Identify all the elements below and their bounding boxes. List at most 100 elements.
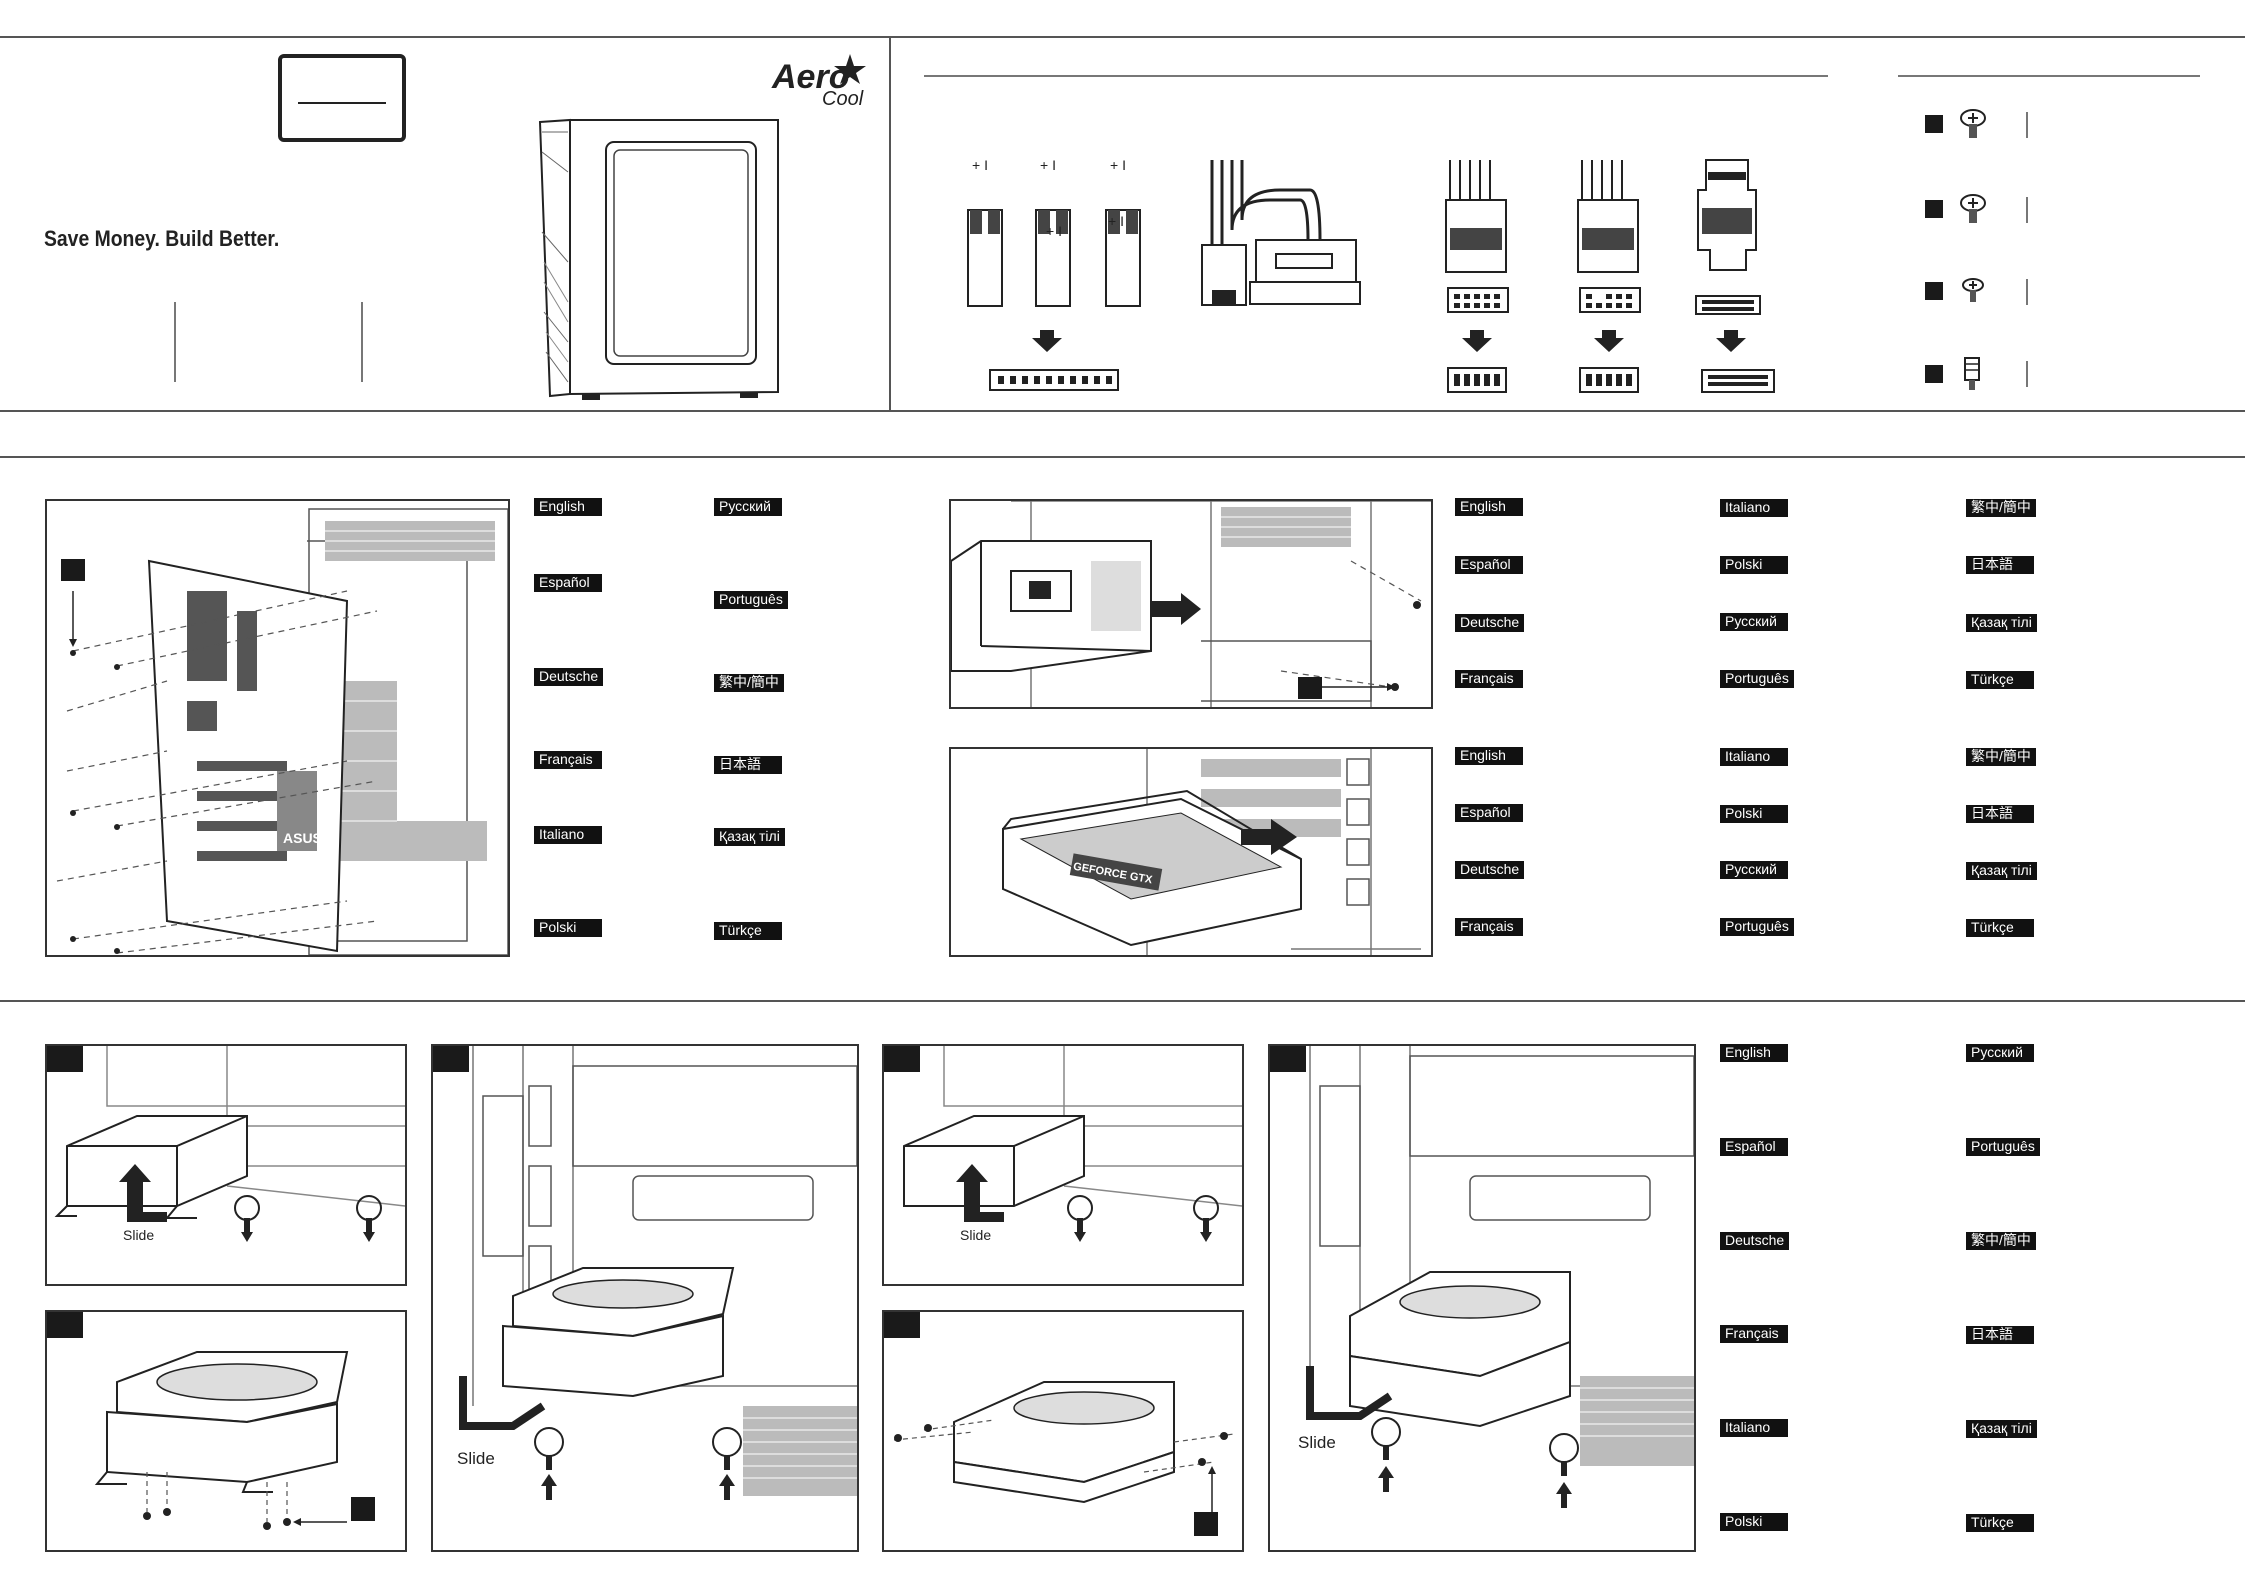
lang-label: Polski bbox=[534, 919, 602, 937]
top-band-bottom-border bbox=[0, 410, 2245, 412]
top-border bbox=[0, 36, 2245, 38]
screw-icon bbox=[1960, 109, 1986, 138]
top-band-divider bbox=[889, 36, 891, 411]
lang-label: Deutsche bbox=[1455, 861, 1525, 879]
lang-label: Português bbox=[1966, 1138, 2040, 1156]
accessories-header-rule bbox=[1898, 75, 2200, 77]
svg-text:+ I: + I bbox=[1040, 157, 1056, 173]
slide-label: Slide bbox=[1298, 1433, 1336, 1452]
lang-label: 繁中/簡中 bbox=[1966, 499, 2036, 517]
label-box bbox=[278, 54, 406, 142]
step-marker bbox=[1298, 677, 1322, 699]
front-panel-connectors: + I + I + I + I + I bbox=[967, 157, 1775, 393]
connectors-header-rule bbox=[924, 75, 1828, 77]
lang-label: 日本語 bbox=[1966, 556, 2034, 574]
lang-label: Español bbox=[1455, 804, 1523, 822]
accessory-marker bbox=[1925, 282, 1943, 300]
lang-label: 日本語 bbox=[1966, 805, 2034, 823]
lang-label: Español bbox=[534, 574, 602, 592]
svg-text:+ I: + I bbox=[1110, 157, 1126, 173]
slide-label: Slide bbox=[123, 1227, 154, 1243]
hdd-step-remove-cage-alt-figure: Slide bbox=[882, 1044, 1244, 1286]
lang-label: Français bbox=[1455, 918, 1523, 936]
svg-text:+ I: + I bbox=[972, 157, 988, 173]
tagline: Save Money. Build Better. bbox=[44, 226, 280, 251]
lang-label: Deutsche bbox=[1455, 614, 1525, 632]
lang-label: Қазақ тілі bbox=[1966, 614, 2037, 632]
lang-label: Italiano bbox=[534, 826, 602, 844]
slide-label: Slide bbox=[457, 1449, 495, 1468]
screw-icon bbox=[1962, 278, 1984, 302]
motherboard-install-figure: ASUS bbox=[45, 499, 510, 957]
middle-band-bottom-border bbox=[0, 1000, 2245, 1002]
cover-divider-left bbox=[174, 302, 176, 382]
lang-label: Português bbox=[1720, 918, 1794, 936]
lang-label: Türkçe bbox=[1966, 919, 2034, 937]
gpu-install-figure: GEFORCE GTX bbox=[949, 747, 1433, 957]
lang-label: Русский bbox=[714, 498, 782, 516]
brand-logo-cool: Cool bbox=[822, 88, 864, 110]
lang-label: 繁中/簡中 bbox=[1966, 748, 2036, 766]
lang-label: Қазақ тілі bbox=[1966, 862, 2037, 880]
cover-divider-right bbox=[361, 302, 363, 382]
lang-label: Polski bbox=[1720, 1513, 1788, 1531]
lang-label: 繁中/簡中 bbox=[714, 674, 784, 692]
slide-label: Slide bbox=[960, 1227, 991, 1243]
step-marker bbox=[433, 1046, 469, 1072]
step-marker bbox=[884, 1312, 920, 1338]
psu-install-figure bbox=[949, 499, 1433, 709]
screw-icon bbox=[1960, 194, 1986, 223]
lang-label: 繁中/簡中 bbox=[1966, 1232, 2036, 1250]
motherboard-brand: ASUS bbox=[283, 830, 322, 846]
step-marker bbox=[1194, 1512, 1218, 1536]
lang-label: Русский bbox=[1720, 613, 1788, 631]
logo-star-icon bbox=[834, 54, 866, 84]
lang-label: Italiano bbox=[1720, 499, 1788, 517]
lang-label: Türkçe bbox=[714, 922, 782, 940]
middle-band-top-border bbox=[0, 456, 2245, 458]
lang-label: Português bbox=[1720, 670, 1794, 688]
accessory-marker bbox=[1925, 365, 1943, 383]
lang-label: Türkçe bbox=[1966, 671, 2034, 689]
lang-label: 日本語 bbox=[714, 756, 782, 774]
step-marker bbox=[884, 1046, 920, 1072]
svg-text:+ I: + I bbox=[1046, 223, 1062, 239]
brand-logo-aero: Aero bbox=[772, 58, 850, 96]
lang-label: English bbox=[1455, 747, 1523, 765]
lang-label: Қазақ тілі bbox=[1966, 1420, 2037, 1438]
lang-label: Deutsche bbox=[534, 668, 604, 686]
accessory-marker bbox=[1925, 200, 1943, 218]
lang-label: Italiano bbox=[1720, 1419, 1788, 1437]
lang-label: Қазақ тілі bbox=[714, 828, 785, 846]
step-marker bbox=[1270, 1046, 1306, 1072]
accessory-marker bbox=[1925, 115, 1943, 133]
lang-label: Español bbox=[1720, 1138, 1788, 1156]
lang-label: English bbox=[534, 498, 602, 516]
lang-label: Türkçe bbox=[1966, 1514, 2034, 1532]
lang-label: Français bbox=[1455, 670, 1523, 688]
lang-label: Français bbox=[534, 751, 602, 769]
lang-label: Español bbox=[1455, 556, 1523, 574]
step-marker bbox=[47, 1046, 83, 1072]
hdd-step-insert-cage-figure: Slide bbox=[431, 1044, 859, 1552]
lang-label: Русский bbox=[1966, 1044, 2034, 1062]
hdd-step-final-install-figure: Slide bbox=[1268, 1044, 1696, 1552]
lang-label: Polski bbox=[1720, 556, 1788, 574]
hdd-step-screw-drive-figure bbox=[882, 1310, 1244, 1552]
lang-label: Italiano bbox=[1720, 748, 1788, 766]
lang-label: Polski bbox=[1720, 805, 1788, 823]
case-illustration bbox=[538, 118, 779, 400]
lang-label: English bbox=[1455, 498, 1523, 516]
lang-label: Français bbox=[1720, 1325, 1788, 1343]
step-marker bbox=[351, 1497, 375, 1521]
lang-label: Русский bbox=[1720, 861, 1788, 879]
lang-label: Deutsche bbox=[1720, 1232, 1790, 1250]
standoff-icon bbox=[1964, 357, 1980, 390]
step-marker bbox=[47, 1312, 83, 1338]
lang-label: 日本語 bbox=[1966, 1326, 2034, 1344]
hdd-step-remove-cage-figure: Slide bbox=[45, 1044, 407, 1286]
hdd-step-mount-drive-figure bbox=[45, 1310, 407, 1552]
svg-text:+ I: + I bbox=[1108, 213, 1124, 229]
lang-label: Português bbox=[714, 591, 788, 609]
step-marker bbox=[61, 559, 85, 581]
